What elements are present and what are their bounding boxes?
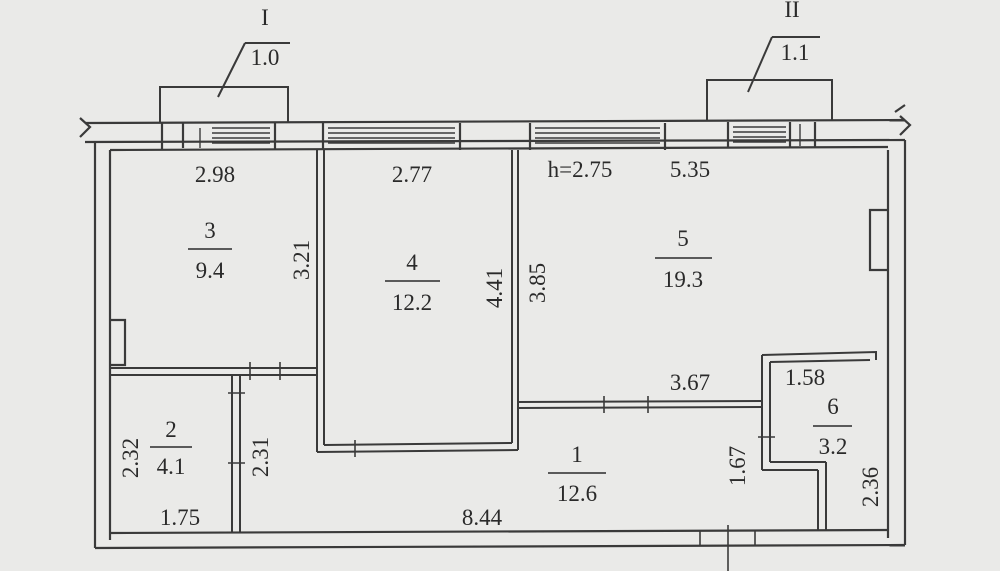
room-3-number: 3 [204,218,216,243]
balcony-1-area: 1.0 [251,45,280,70]
area-fraction-lines [150,248,852,474]
door-marks [228,362,775,571]
dim-room4-height: 4.41 [482,268,507,308]
dim-room1-width: 8.44 [462,505,503,530]
room-6-number: 6 [827,394,839,419]
room-2-number: 2 [165,417,177,442]
dim-room3-height: 3.21 [289,240,314,280]
walls [79,104,912,550]
ceiling-height: h=2.75 [548,157,613,182]
dim-room5-lower-width: 3.67 [670,370,710,395]
balcony-2-area: 1.1 [781,40,810,65]
dim-room5-width: 5.35 [670,157,710,182]
dim-room3-width: 2.98 [195,162,235,187]
dim-room2-height-right: 2.31 [248,437,273,477]
dim-room6-height: 2.36 [858,467,883,507]
room-3-area: 9.4 [196,258,225,283]
window-glazing [199,124,801,148]
dim-room2-width: 1.75 [160,505,200,530]
room-4-number: 4 [406,250,418,275]
room-1-number: 1 [571,442,583,467]
dim-room5-height: 3.85 [525,263,550,303]
dim-room4-width: 2.77 [392,162,432,187]
dim-room2-height-left: 2.32 [118,438,143,478]
balconies [159,36,833,123]
partitions [110,150,877,533]
room-5-area: 19.3 [663,267,703,292]
dim-room1-height: 1.67 [725,446,750,486]
room-5-number: 5 [677,226,689,251]
balcony-2-numeral: II [784,0,799,22]
room-2-area: 4.1 [157,454,186,479]
room-6-area: 3.2 [819,434,848,459]
dim-room6-width: 1.58 [785,365,825,390]
room-4-area: 12.2 [392,290,432,315]
room-1-area: 12.6 [557,481,597,506]
balcony-1-numeral: I [261,5,269,30]
